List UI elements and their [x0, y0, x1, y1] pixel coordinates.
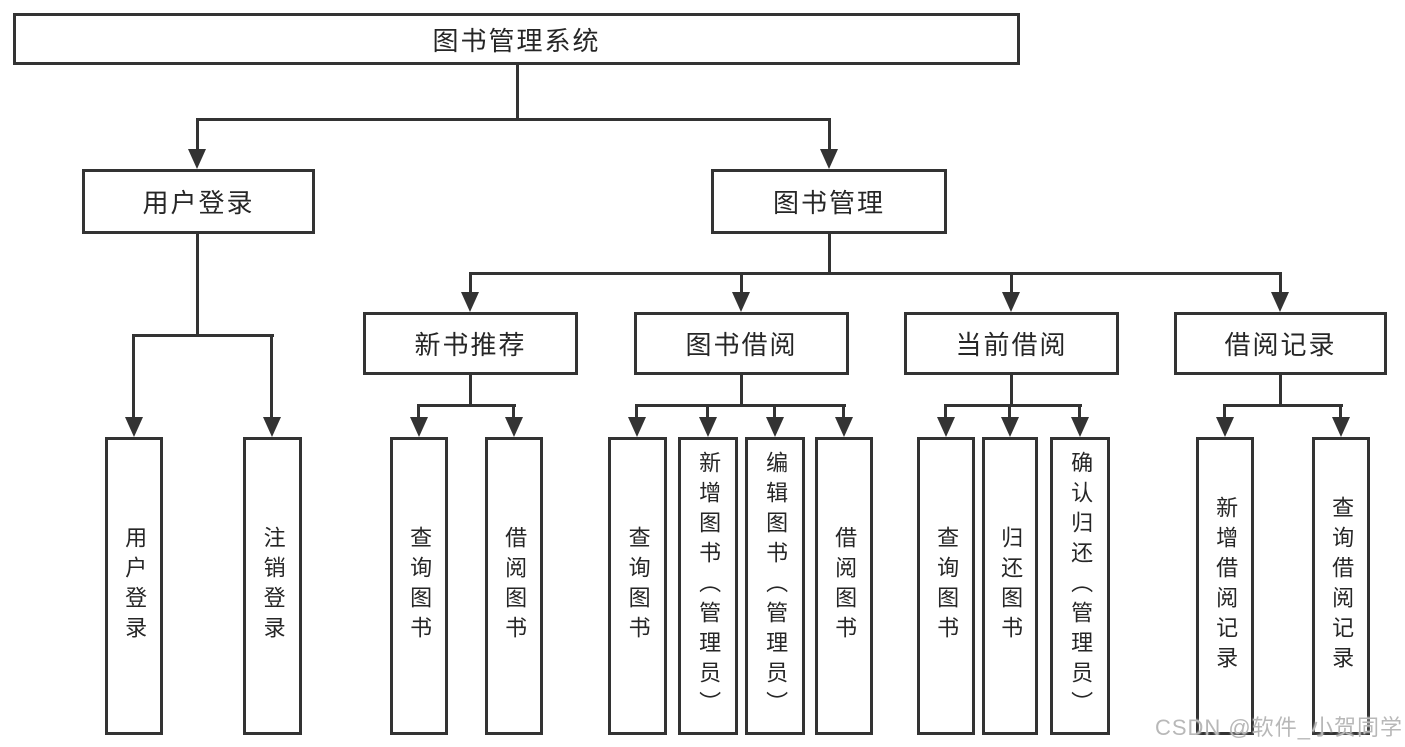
- leaf-label: 新增图书（管理员）: [696, 451, 722, 721]
- node-borrowing-records: 借阅记录: [1174, 312, 1387, 375]
- node-label: 借阅记录: [1224, 330, 1337, 360]
- arrow-down-icon: [820, 149, 838, 169]
- arrow-down-icon: [1071, 417, 1089, 437]
- leaf-label: 借阅图书: [502, 526, 528, 646]
- connector-line: [1010, 375, 1013, 407]
- arrow-down-icon: [1271, 292, 1289, 312]
- connector-line: [706, 404, 709, 422]
- leaf-borrow-books-borrow: 借阅图书: [815, 437, 873, 735]
- arrow-down-icon: [1332, 417, 1350, 437]
- connector-line: [469, 375, 472, 407]
- leaf-add-book-admin: 新增图书（管理员）: [678, 437, 738, 735]
- leaf-label: 查询借阅记录: [1329, 496, 1355, 676]
- leaf-label: 查询图书: [934, 526, 960, 646]
- leaf-add-borrow-record: 新增借阅记录: [1196, 437, 1254, 735]
- connector-line: [944, 404, 947, 422]
- connector-line: [132, 334, 135, 422]
- connector-line: [270, 334, 273, 422]
- node-user-login: 用户登录: [82, 169, 315, 234]
- leaf-label: 查询图书: [407, 526, 433, 646]
- arrow-down-icon: [263, 417, 281, 437]
- connector-line: [1008, 404, 1011, 422]
- arrow-down-icon: [699, 417, 717, 437]
- watermark: CSDN @软件_小贺同学: [1154, 715, 1403, 740]
- leaf-query-borrow-record: 查询借阅记录: [1312, 437, 1370, 735]
- arrow-down-icon: [766, 417, 784, 437]
- leaf-label: 注销登录: [260, 526, 286, 646]
- node-label: 当前借阅: [955, 330, 1068, 360]
- arrow-down-icon: [410, 417, 428, 437]
- node-label: 图书借阅: [685, 330, 798, 360]
- node-label: 图书管理: [772, 188, 885, 218]
- arrow-down-icon: [461, 292, 479, 312]
- node-label: 图书管理系统: [432, 25, 601, 56]
- connector-line: [196, 118, 199, 154]
- connector-line: [470, 272, 1281, 275]
- connector-line: [197, 118, 831, 121]
- leaf-confirm-return-admin: 确认归还（管理员）: [1050, 437, 1110, 735]
- arrow-down-icon: [628, 417, 646, 437]
- node-current-borrowing: 当前借阅: [904, 312, 1119, 375]
- leaf-return-books: 归还图书: [982, 437, 1038, 735]
- leaf-label: 归还图书: [998, 526, 1024, 646]
- connector-line: [773, 404, 776, 422]
- arrow-down-icon: [188, 149, 206, 169]
- connector-line: [635, 404, 638, 422]
- connector-line: [419, 404, 516, 407]
- connector-line: [842, 404, 845, 422]
- connector-line: [946, 404, 1082, 407]
- leaf-query-books-current: 查询图书: [917, 437, 975, 735]
- leaf-borrow-books-recommend: 借阅图书: [485, 437, 543, 735]
- node-library-management-system: 图书管理系统: [13, 13, 1020, 65]
- node-label: 新书推荐: [414, 330, 527, 360]
- connector-line: [469, 272, 472, 296]
- node-book-borrowing: 图书借阅: [634, 312, 849, 375]
- connector-line: [134, 334, 274, 337]
- connector-line: [828, 118, 831, 154]
- leaf-query-books-recommend: 查询图书: [390, 437, 448, 735]
- connector-line: [516, 65, 519, 120]
- leaf-label: 借阅图书: [832, 526, 858, 646]
- connector-line: [196, 234, 199, 337]
- connector-line: [637, 404, 846, 407]
- connector-line: [740, 375, 743, 407]
- arrow-down-icon: [1002, 292, 1020, 312]
- arrow-down-icon: [1216, 417, 1234, 437]
- connector-line: [1223, 404, 1226, 422]
- connector-line: [1078, 404, 1081, 422]
- arrow-down-icon: [125, 417, 143, 437]
- arrow-down-icon: [505, 417, 523, 437]
- node-label: 用户登录: [142, 188, 255, 218]
- connector-line: [1225, 404, 1343, 407]
- connector-line: [1279, 272, 1282, 296]
- leaf-user-login: 用户登录: [105, 437, 163, 735]
- arrow-down-icon: [732, 292, 750, 312]
- connector-line: [1339, 404, 1342, 422]
- arrow-down-icon: [1001, 417, 1019, 437]
- arrow-down-icon: [937, 417, 955, 437]
- leaf-label: 查询图书: [625, 526, 651, 646]
- leaf-logout: 注销登录: [243, 437, 302, 735]
- node-new-book-recommendation: 新书推荐: [363, 312, 578, 375]
- connector-line: [740, 272, 743, 296]
- leaf-label: 确认归还（管理员）: [1068, 451, 1094, 721]
- leaf-label: 用户登录: [122, 526, 148, 646]
- connector-line: [1010, 272, 1013, 296]
- connector-line: [512, 404, 515, 422]
- leaf-query-books-borrow: 查询图书: [608, 437, 667, 735]
- leaf-label: 新增借阅记录: [1213, 496, 1239, 676]
- leaf-edit-book-admin: 编辑图书（管理员）: [745, 437, 805, 735]
- connector-line: [1279, 375, 1282, 407]
- node-book-management: 图书管理: [711, 169, 947, 234]
- arrow-down-icon: [835, 417, 853, 437]
- connector-line: [417, 404, 420, 422]
- leaf-label: 编辑图书（管理员）: [763, 451, 789, 721]
- connector-line: [828, 234, 831, 275]
